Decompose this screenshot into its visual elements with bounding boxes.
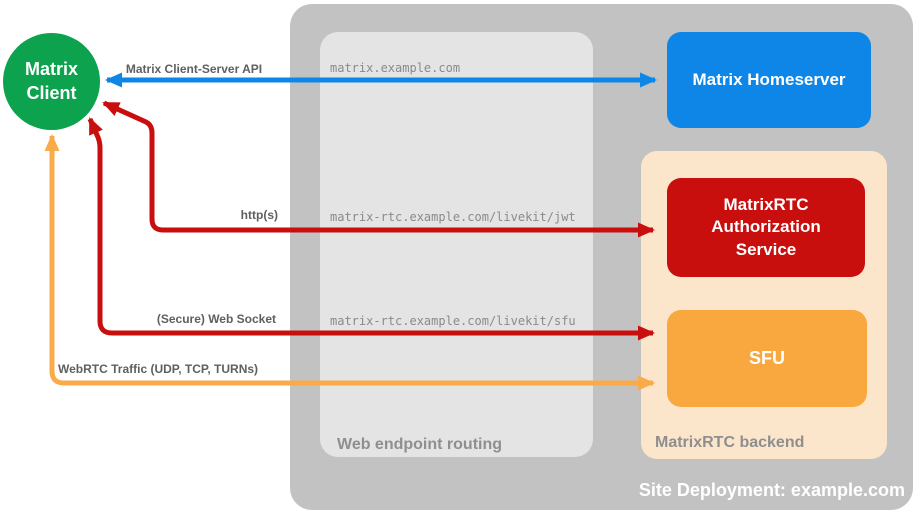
label-https: http(s) bbox=[240, 208, 278, 222]
web-endpoint-routing-label: Web endpoint routing bbox=[337, 436, 503, 453]
matrix-client-node: Matrix Client bbox=[3, 33, 100, 130]
matrix-homeserver-label: Matrix Homeserver bbox=[692, 69, 846, 89]
matrix-homeserver-node: Matrix Homeserver bbox=[667, 32, 871, 128]
site-deployment-label: Site Deployment: example.com bbox=[638, 480, 905, 500]
label-client-server-api: Matrix Client-Server API bbox=[125, 62, 263, 76]
endpoint-matrix-domain: matrix.example.com bbox=[330, 61, 461, 75]
web-endpoint-routing-panel bbox=[320, 32, 593, 457]
matrixrtc-backend-label: MatrixRTC backend bbox=[655, 434, 805, 451]
matrixrtc-authorization-service-label: MatrixRTC Authorization Service bbox=[711, 195, 821, 259]
endpoint-livekit-sfu: matrix-rtc.example.com/livekit/sfu bbox=[330, 314, 576, 328]
sfu-label: SFU bbox=[749, 347, 785, 368]
matrixrtc-authorization-service-node: MatrixRTC Authorization Service bbox=[667, 178, 865, 277]
sfu-node: SFU bbox=[667, 310, 867, 407]
label-secure-web-socket: (Secure) Web Socket bbox=[156, 312, 276, 326]
label-webrtc-traffic: WebRTC Traffic (UDP, TCP, TURNs) bbox=[58, 362, 259, 376]
matrix-client-label: Matrix Client bbox=[24, 59, 78, 103]
endpoint-livekit-jwt: matrix-rtc.example.com/livekit/jwt bbox=[330, 210, 576, 224]
